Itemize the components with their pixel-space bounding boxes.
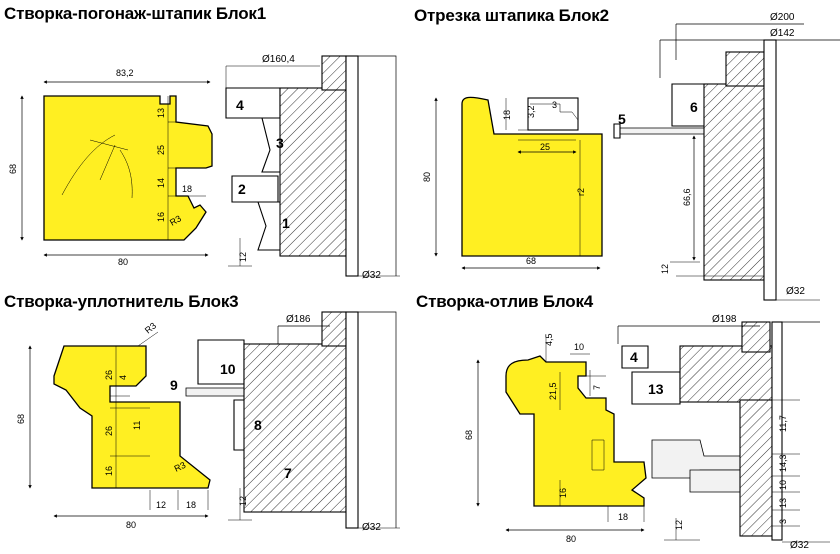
block3-part-8: 8 — [254, 417, 262, 433]
block4-spindle-body — [679, 345, 773, 403]
block4-dim-4-5: 4,5 — [544, 333, 554, 346]
block2-dim-r2: r2 — [576, 188, 586, 196]
block2-dim-outer: Ø200 — [770, 12, 795, 23]
block4-dim-14-3: 14,3 — [778, 454, 788, 472]
block2-dim-w25: 25 — [540, 142, 550, 152]
block1-dim-offset: 12 — [238, 252, 248, 262]
block2-spindle-body — [703, 83, 765, 281]
block4-dim-13: 13 — [778, 498, 788, 508]
block4-dim-11-7: 11,7 — [778, 415, 788, 432]
block3-title: Створка-уплотнитель Блок3 — [4, 292, 239, 311]
block4-cutter-4 — [621, 345, 649, 369]
block4-part-4: 4 — [630, 349, 638, 365]
block2-dim-inner: Ø142 — [770, 28, 795, 39]
block1-profile — [43, 95, 213, 241]
block4-dim-offset: 12 — [674, 520, 684, 530]
block1-part-1: 1 — [282, 215, 290, 231]
block2-dim-bore: Ø32 — [786, 286, 805, 297]
block1-dim-v1: 13 — [156, 108, 166, 118]
block3-part-9: 9 — [170, 377, 178, 393]
block2-part-6: 6 — [690, 99, 698, 115]
block3-profile — [53, 345, 211, 489]
block2-dim-height: 80 — [422, 172, 432, 182]
block3-dim-v2: 26 — [104, 426, 114, 436]
block4-dim-height: 68 — [464, 430, 474, 440]
block1-part-3: 3 — [276, 135, 284, 151]
block2-title: Отрезка штапика Блок2 — [414, 6, 609, 25]
block3-dim-offset: 12 — [238, 496, 248, 506]
block3-dim-v3: 16 — [104, 466, 114, 476]
block2-dim-offset: 12 — [660, 264, 670, 274]
block4-dim-diameter: Ø198 — [712, 314, 737, 325]
block2-dim-w3: 3 — [552, 100, 557, 110]
block3-dim-v1: 26 — [104, 370, 114, 380]
block2-part-5: 5 — [618, 111, 626, 127]
block4-dim-10: 10 — [574, 342, 584, 352]
block4-dim-width: 80 — [566, 534, 576, 544]
block2-profile — [461, 96, 603, 257]
block3-dim-width: 80 — [126, 520, 136, 530]
block1-dim-bottom-width: 80 — [118, 257, 128, 267]
block1-dim-height: 68 — [8, 164, 18, 174]
block4-dim-16: 16 — [558, 488, 568, 498]
block3-dim-radius-bottom: R3 — [173, 460, 188, 474]
block4-dim-7: 7 — [592, 385, 602, 390]
block1-dim-radius: R3 — [168, 213, 183, 227]
block1-part-4: 4 — [236, 97, 244, 113]
block3-dim-w18: 18 — [186, 500, 196, 510]
block1-drawing — [20, 55, 400, 277]
block3-dim-height: 68 — [16, 414, 26, 424]
block1-dim-v4: 16 — [156, 212, 166, 222]
block4-title: Створка-отлив Блок4 — [416, 292, 594, 311]
block4-cutter-13 — [631, 371, 681, 405]
block1-dim-diameter: Ø160,4 — [262, 54, 295, 65]
block1-spindle-body — [279, 87, 347, 257]
block4-drawing — [476, 321, 830, 543]
block2-dim-cut: 66,6 — [682, 188, 692, 206]
block3-part-10: 10 — [220, 361, 236, 377]
block3-dim-small-11: 11 — [132, 421, 142, 430]
block4-dim-3: 3 — [778, 519, 788, 524]
block1-dim-v2: 25 — [156, 145, 166, 155]
block2-drawing — [434, 23, 840, 301]
block1-dim-v3: 14 — [156, 178, 166, 188]
block3-dim-diameter: Ø186 — [286, 314, 311, 325]
block1-part-2: 2 — [238, 181, 246, 197]
block2-dim-w68: 68 — [526, 256, 536, 266]
block3-spindle-body — [243, 343, 347, 513]
block1-dim-bore: Ø32 — [362, 270, 381, 281]
block4-part-13: 13 — [648, 381, 664, 397]
block3-dim-small-4: 4 — [118, 375, 128, 380]
block4-dim-21-5: 21,5 — [548, 382, 558, 400]
block4-dim-18: 18 — [618, 512, 628, 522]
block4-profile — [505, 355, 647, 507]
block1-title: Створка-погонаж-штапик Блок1 — [4, 4, 266, 23]
block4-dim-10v: 10 — [778, 480, 788, 490]
block3-dim-w12: 12 — [156, 500, 166, 510]
block1-cutter-4 — [225, 87, 281, 119]
block2-dim-h18: 18 — [502, 110, 512, 120]
block3-dim-bore: Ø32 — [362, 522, 381, 533]
block3-part-7: 7 — [284, 465, 292, 481]
block1-dim-h1: 18 — [182, 184, 192, 194]
block2-dim-h3-2: 3,2 — [526, 105, 536, 118]
block3-drawing — [28, 311, 400, 529]
block4-dim-bore: Ø32 — [790, 540, 809, 551]
block1-dim-top-width: 83,2 — [116, 68, 134, 78]
